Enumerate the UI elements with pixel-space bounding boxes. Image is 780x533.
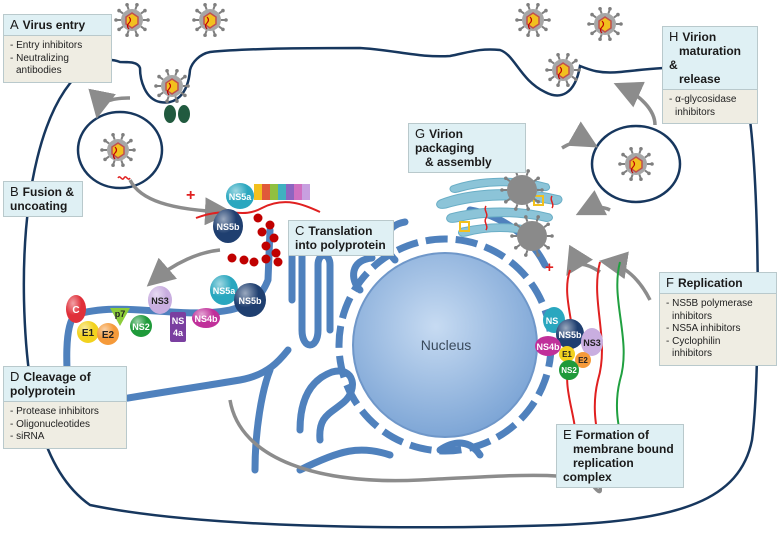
virion-particle: [618, 146, 654, 182]
complex-ns3: NS3: [581, 328, 603, 356]
virion-particle: [192, 2, 228, 38]
svg-text:NS5b: NS5b: [216, 222, 240, 232]
svg-text:E2: E2: [578, 356, 588, 365]
cleaved-proteins: C E1 E2 p7 NS2 NS3 NS 4a NS4b NS5a NS5b: [66, 275, 266, 345]
protein-ns5b: NS5b: [234, 283, 266, 317]
svg-text:E1: E1: [562, 350, 572, 359]
golgi-protein: [459, 221, 470, 232]
svg-text:NS5b: NS5b: [558, 330, 582, 340]
ribosome-chain: [227, 213, 283, 267]
virion-particle: [587, 6, 623, 42]
protein-ns4a: NS 4a: [170, 312, 186, 342]
golgi-rna: [484, 205, 488, 231]
complex-e1: E1: [559, 346, 575, 362]
svg-text:NS2: NS2: [132, 322, 150, 332]
protein-e2: E2: [97, 323, 119, 345]
virion-particle: [545, 52, 581, 88]
svg-text:NS2: NS2: [561, 366, 577, 375]
complex-ns2: NS2: [559, 360, 579, 380]
golgi-rna: [550, 195, 554, 209]
svg-text:NS3: NS3: [151, 296, 169, 306]
svg-text:NS: NS: [546, 316, 559, 326]
svg-text:NS4b: NS4b: [194, 314, 218, 324]
virion-particle: [510, 215, 554, 257]
replication-complex: NS NS5b NS3 NS4b E1 E2 NS2: [535, 307, 603, 380]
protein-ns5a: NS5a: [210, 275, 238, 305]
complex-ns4b: NS4b: [535, 336, 561, 356]
protein-c: C: [66, 295, 86, 323]
svg-text:E2: E2: [102, 330, 115, 341]
polyprotein-bar: [254, 184, 310, 200]
replication-plus-sign: +: [545, 259, 554, 276]
svg-text:NS3: NS3: [583, 338, 601, 348]
protein-ns4b: NS4b: [192, 308, 220, 328]
nucleus-label: Nucleus: [421, 337, 472, 353]
svg-text:E1: E1: [82, 328, 95, 339]
svg-text:NS5a: NS5a: [213, 286, 237, 296]
svg-text:p7: p7: [115, 309, 126, 319]
release-vesicle: [590, 124, 682, 204]
stage-d-list: - Protease inhibitors- Oligonucleotides-…: [4, 402, 126, 448]
rna-strand: [117, 176, 131, 180]
rna-plus-sign: +: [186, 187, 195, 204]
svg-text:NS: NS: [172, 316, 185, 326]
virion-particle: [500, 169, 544, 211]
translation-proteins: NS5a NS5b: [213, 183, 254, 243]
golgi-protein: [533, 195, 544, 206]
virion-particle: [515, 2, 551, 38]
protein-ns5a: NS5a: [226, 183, 254, 209]
endosome-vesicle: [76, 110, 164, 190]
protein-ns2: NS2: [130, 315, 152, 337]
protein-ns5b: NS5b: [213, 209, 243, 243]
complex-ns5b: NS5b: [556, 319, 584, 349]
svg-text:NS4b: NS4b: [536, 342, 560, 352]
receptor: [164, 105, 176, 123]
svg-text:4a: 4a: [173, 328, 184, 338]
svg-text:C: C: [72, 305, 79, 316]
svg-text:NS5a: NS5a: [229, 192, 253, 202]
protein-ns3: NS3: [148, 286, 172, 314]
protein-p7: p7: [110, 308, 130, 326]
virion-particle: [114, 2, 150, 38]
virion-particle: [154, 68, 190, 104]
virion-particle: [100, 132, 136, 168]
complex-e2: E2: [575, 352, 591, 368]
receptor: [178, 105, 190, 123]
virion-group: [100, 2, 654, 257]
svg-text:NS5b: NS5b: [238, 296, 262, 306]
process-arrows: [88, 81, 657, 494]
protein-e1: E1: [77, 321, 99, 343]
